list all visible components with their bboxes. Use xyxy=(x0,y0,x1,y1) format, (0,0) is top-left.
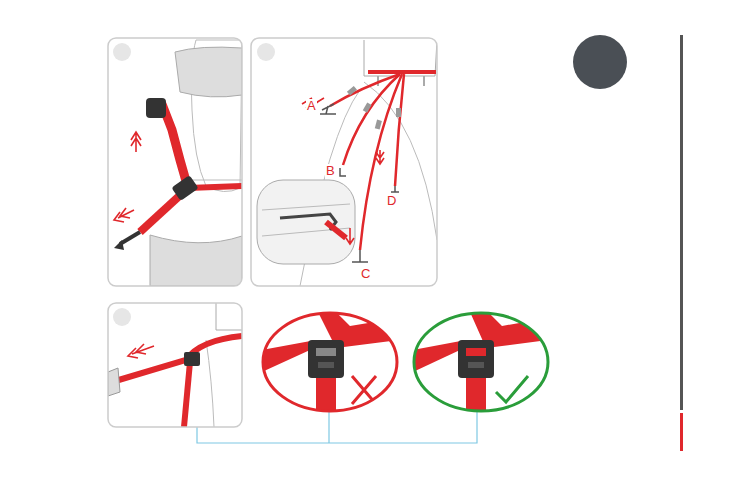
anchor-letter: B xyxy=(325,164,336,178)
anchor-letter: A xyxy=(306,99,317,113)
step-panel-3 xyxy=(108,303,242,427)
anchor-letter: C xyxy=(360,267,371,281)
right-example xyxy=(413,312,549,412)
wrong-example xyxy=(262,300,398,412)
side-bar xyxy=(680,35,683,410)
side-bar-accent xyxy=(680,413,683,451)
step-panel-2 xyxy=(251,38,437,286)
step-panel-1 xyxy=(108,38,242,286)
step-badge xyxy=(573,35,627,89)
anchor-letter: D xyxy=(386,194,397,208)
